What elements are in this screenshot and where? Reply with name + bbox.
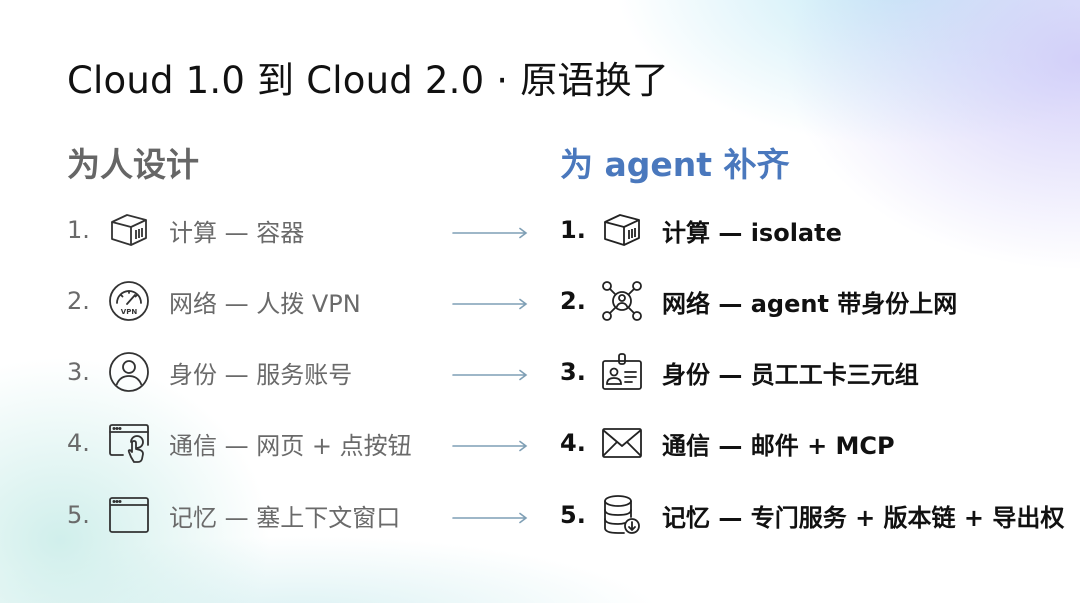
item-number: 2. xyxy=(67,287,90,315)
right-list-item-network: 2. 网络 — agent 带身份上网 xyxy=(560,279,957,323)
container-icon xyxy=(600,208,644,252)
item-number: 5. xyxy=(67,501,90,529)
left-list-item-network: 2. VPN 网络 — 人拨 VPN xyxy=(67,279,361,323)
network-identity-icon xyxy=(600,279,644,323)
arrow-right-icon xyxy=(452,224,528,239)
item-number: 3. xyxy=(67,358,90,386)
arrow-right-icon xyxy=(452,437,528,452)
item-number: 2. xyxy=(560,287,586,315)
user-circle-icon xyxy=(107,350,151,394)
right-list-item-memory: 5. 记忆 — 专门服务 + 版本链 + 导出权 xyxy=(560,493,1064,537)
item-number: 3. xyxy=(560,358,586,386)
item-text: 通信 — 邮件 + MCP xyxy=(662,431,895,460)
right-column-heading: 为 agent 补齐 xyxy=(560,145,790,184)
item-number: 4. xyxy=(560,429,586,457)
item-number: 1. xyxy=(560,216,586,244)
browser-window-icon xyxy=(107,493,151,537)
left-column-heading: 为人设计 xyxy=(67,145,199,184)
item-number: 5. xyxy=(560,501,586,529)
envelope-icon xyxy=(600,421,644,465)
item-text: 网络 — agent 带身份上网 xyxy=(662,289,958,318)
item-text: 记忆 — 塞上下文窗口 xyxy=(169,503,401,532)
arrow-right-icon xyxy=(452,509,528,524)
id-badge-icon xyxy=(600,350,644,394)
browser-click-icon xyxy=(107,421,151,465)
database-download-icon xyxy=(600,493,644,537)
item-text: 计算 — 容器 xyxy=(169,218,305,247)
item-number: 1. xyxy=(67,216,90,244)
item-text: 通信 — 网页 + 点按钮 xyxy=(169,431,412,460)
left-list-item-memory: 5. 记忆 — 塞上下文窗口 xyxy=(67,493,400,537)
vpn-gauge-icon: VPN xyxy=(107,279,151,323)
item-text: 身份 — 员工工卡三元组 xyxy=(662,360,919,389)
item-text: 身份 — 服务账号 xyxy=(169,360,353,389)
arrow-right-icon xyxy=(452,295,528,310)
container-icon xyxy=(107,208,151,252)
right-list-item-identity: 3. 身份 — 员工工卡三元组 xyxy=(560,350,919,394)
left-list-item-communication: 4. 通信 — 网页 + 点按钮 xyxy=(67,421,412,465)
item-number: 4. xyxy=(67,429,90,457)
item-text: 网络 — 人拨 VPN xyxy=(169,289,361,318)
left-list-item-compute: 1. 计算 — 容器 xyxy=(67,208,304,252)
item-text: 记忆 — 专门服务 + 版本链 + 导出权 xyxy=(662,503,1065,532)
right-list-item-communication: 4. 通信 — 邮件 + MCP xyxy=(560,421,895,465)
item-text: 计算 — isolate xyxy=(662,218,842,247)
arrow-right-icon xyxy=(452,366,528,381)
slide-title: Cloud 1.0 到 Cloud 2.0 · 原语换了 xyxy=(67,59,669,102)
right-list-item-compute: 1. 计算 — isolate xyxy=(560,208,842,252)
svg-text:VPN: VPN xyxy=(121,308,138,316)
left-list-item-identity: 3. 身份 — 服务账号 xyxy=(67,350,352,394)
